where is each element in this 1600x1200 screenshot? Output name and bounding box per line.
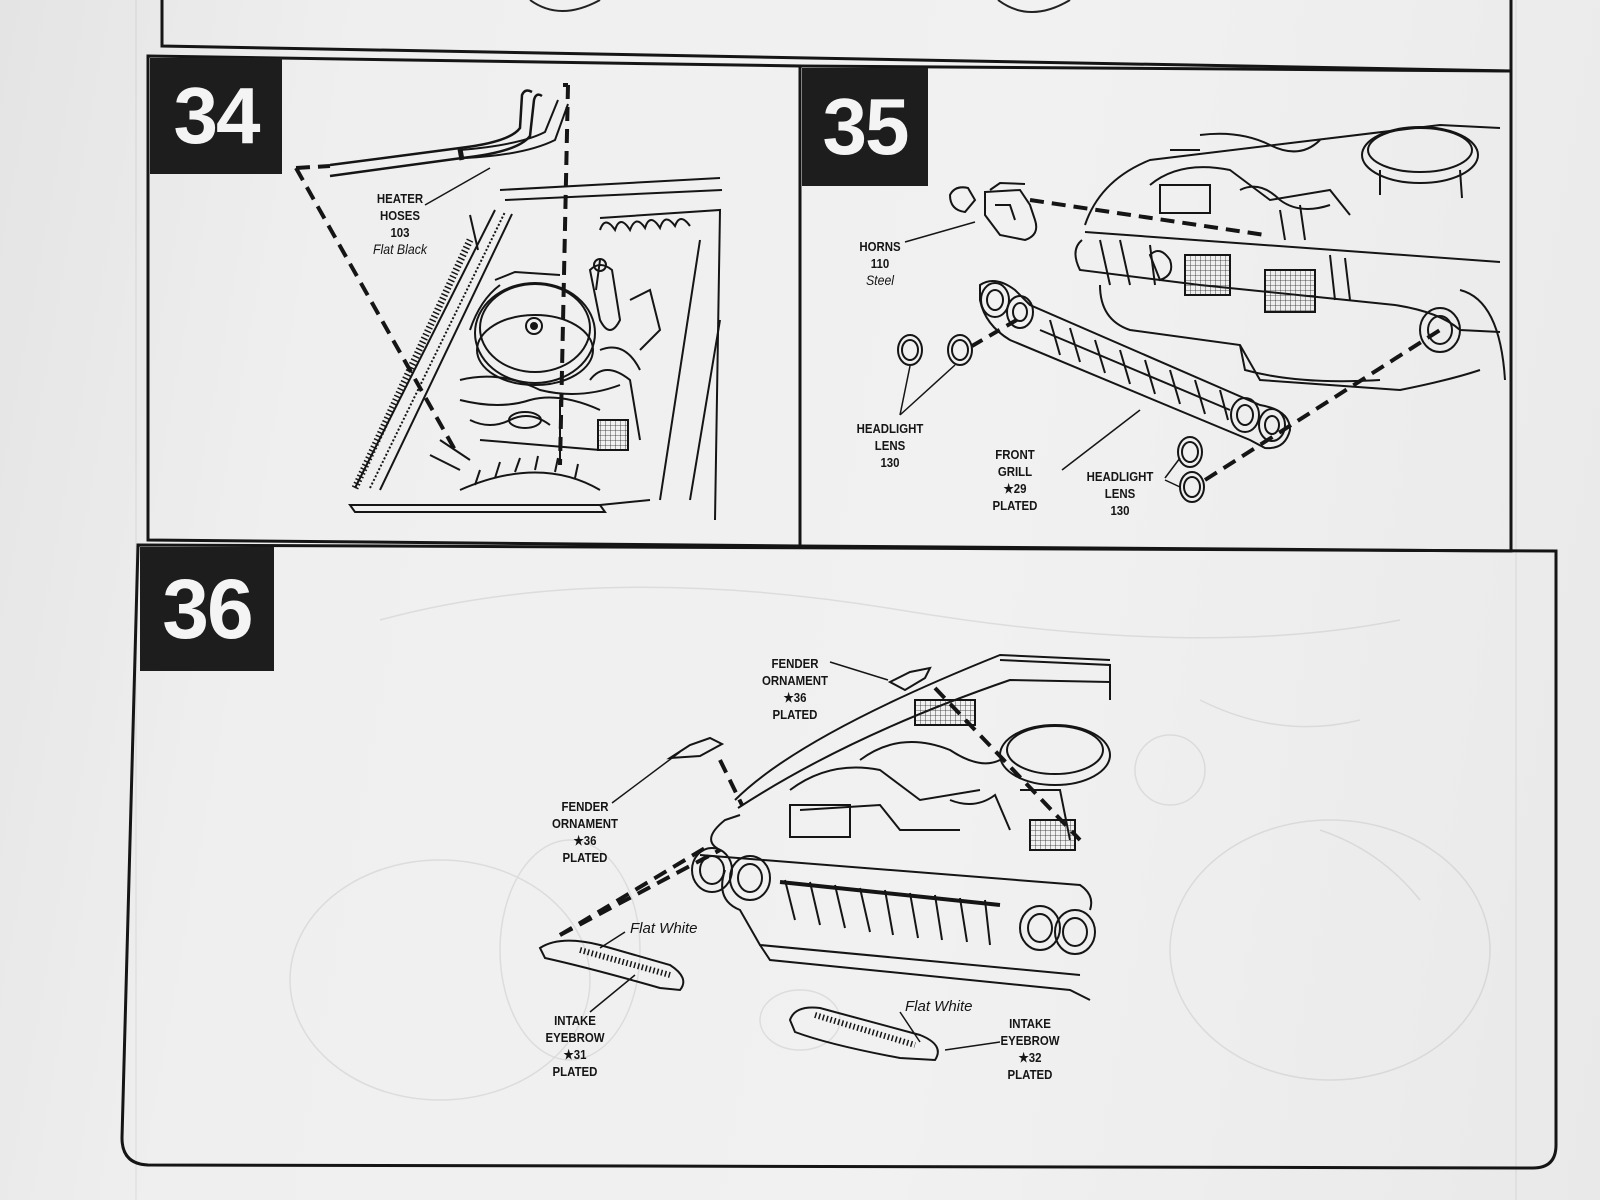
callout-name: HEATER [376,191,424,206]
finish-label: PLATED [772,707,818,722]
finish-label: PLATED [1007,1067,1053,1082]
callout-name: LENS [1104,486,1136,501]
step34-engine-illustration [294,83,723,521]
callout-name: INTAKE [554,1013,596,1028]
callout-name: ORNAMENT [551,816,619,831]
callout-fender-ornament-left: FENDER ORNAMENT ★36 PLATED [541,798,629,866]
callout-headlight-lens-right: HEADLIGHT LENS 130 [1076,468,1164,519]
part-number: 130 [880,455,900,470]
finish-label: PLATED [992,498,1038,513]
callout-name: HOSES [379,208,421,223]
callout-headlight-lens-left: HEADLIGHT LENS 130 [846,420,934,471]
callout-name: FENDER [771,656,819,671]
previous-step-border [160,0,1513,73]
callout-name: EYEBROW [1000,1033,1060,1048]
paint-finish-left-eyebrow: Flat White [630,920,698,937]
callout-horns: HORNS 110 Steel [840,238,919,289]
step-number-35: 35 [802,68,928,186]
callout-name: HEADLIGHT [1086,469,1154,484]
paper-crease [1515,0,1517,1200]
part-number: 110 [870,256,890,271]
callout-fender-ornament-top: FENDER ORNAMENT ★36 PLATED [751,655,839,723]
callout-heater-hoses: HEATER HOSES 103 Flat Black [352,190,449,258]
part-number: 103 [390,225,410,240]
callout-name: EYEBROW [545,1030,605,1045]
part-number: ★32 [1018,1050,1042,1065]
callout-front-grill: FRONT GRILL ★29 PLATED [975,446,1054,514]
finish-label: PLATED [562,850,608,865]
part-number: ★31 [563,1047,587,1062]
bleed-through-shadow [289,586,1491,1101]
callout-name: GRILL [997,464,1033,479]
step36-front-illustration [538,653,1111,1062]
callout-name: HEADLIGHT [856,421,924,436]
callout-name: HORNS [859,239,901,254]
callout-name: INTAKE [1009,1016,1051,1031]
panel-borders [120,54,1558,1170]
part-number: ★29 [1003,481,1027,496]
callout-name: ORNAMENT [761,673,829,688]
callout-name: FRONT [995,447,1035,462]
callout-intake-eyebrow-left: INTAKE EYEBROW ★31 PLATED [535,1012,614,1080]
paint-finish: Flat Black [372,241,428,257]
paint-finish: Steel [865,272,895,288]
part-number: 130 [1110,503,1130,518]
finish-label: PLATED [552,1064,598,1079]
callout-intake-eyebrow-right: INTAKE EYEBROW ★32 PLATED [990,1015,1069,1083]
paint-finish-right-eyebrow: Flat White [905,998,973,1015]
part-number: ★36 [783,690,807,705]
step-number-36: 36 [140,547,274,671]
step-number-34: 34 [150,58,282,174]
part-number: ★36 [573,833,597,848]
callout-name: LENS [874,438,906,453]
step35-front-illustration [897,123,1506,503]
callout-name: FENDER [561,799,609,814]
